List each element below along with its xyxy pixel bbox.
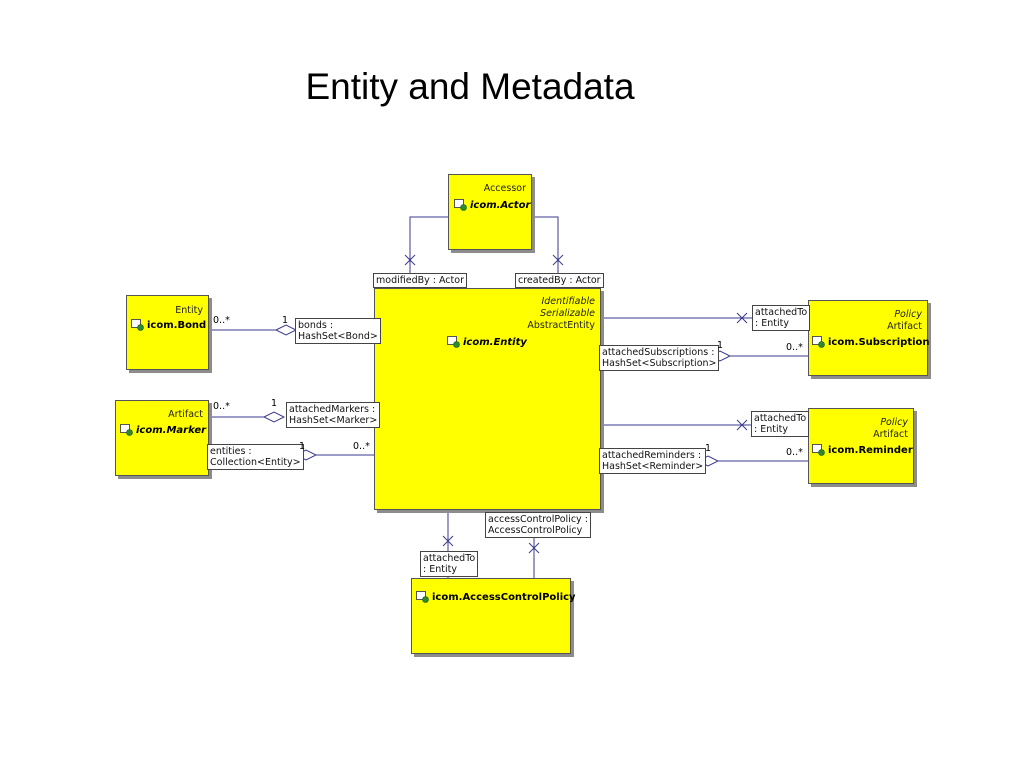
mult-rem-many: 0..*	[786, 447, 803, 458]
mult-entities-one: 1	[299, 441, 306, 452]
mult-marker-one: 1	[271, 398, 278, 409]
page-title: Entity and Metadata	[305, 66, 635, 107]
stereotype-artifact: Artifact	[887, 321, 922, 332]
assoc-rem-attached-x	[736, 419, 748, 431]
class-marker[interactable]: Artifact icom.Marker	[115, 400, 209, 476]
assoc-marker-diamond	[262, 411, 286, 423]
class-bond[interactable]: Entity icom.Bond	[126, 295, 209, 370]
class-name-actor: icom.Actor	[454, 199, 530, 211]
role-acp-attachedto: attachedTo : Entity	[420, 551, 479, 577]
role-attachedreminders: attachedReminders : HashSet<Reminder>	[599, 448, 707, 474]
class-icon	[812, 336, 825, 348]
assoc-createdby-line	[531, 216, 559, 288]
mult-bond-many: 0..*	[213, 315, 230, 326]
assoc-acp-attached-x	[442, 535, 454, 547]
assoc-sub-attached-x	[736, 312, 748, 324]
role-attachedmarkers: attachedMarkers : HashSet<Marker>	[286, 402, 381, 428]
class-icon	[120, 424, 133, 436]
class-icon	[454, 199, 467, 211]
class-actor[interactable]: Accessor icom.Actor	[448, 174, 532, 250]
role-attachedsubscriptions: attachedSubscriptions : HashSet<Subscrip…	[599, 345, 720, 371]
role-modifiedby: modifiedBy : Actor	[373, 273, 467, 288]
class-icon	[416, 591, 429, 603]
assoc-createdby-x	[552, 254, 564, 266]
stereotype-identifiable: Identifiable	[541, 296, 595, 307]
stereotype-policy: Policy	[894, 309, 922, 320]
mult-sub-one: 1	[717, 340, 724, 351]
stereotype-artifact: Artifact	[873, 429, 908, 440]
class-name-entity: icom.Entity	[447, 336, 527, 348]
mult-rem-one: 1	[705, 443, 712, 454]
class-accesscontrolpolicy[interactable]: icom.AccessControlPolicy	[411, 578, 576, 654]
role-bonds: bonds : HashSet<Bond>	[295, 318, 381, 344]
stereotype-accessor: Accessor	[483, 183, 526, 194]
role-createdby: createdBy : Actor	[515, 273, 604, 288]
stereotype-serializable: Serializable	[540, 308, 595, 319]
mult-bond-one: 1	[282, 315, 289, 326]
assoc-modifiedby-line	[409, 216, 448, 288]
stereotype-policy: Policy	[880, 417, 908, 428]
role-reminder-attachedto: attachedTo : Entity	[751, 411, 810, 437]
mult-entities-many: 0..*	[353, 441, 370, 452]
stereotype-abstractentity: AbstractEntity	[527, 320, 595, 331]
class-icon	[812, 444, 825, 456]
class-name-bond: icom.Bond	[131, 319, 206, 331]
mult-marker-many: 0..*	[213, 401, 230, 412]
stereotype-entity: Entity	[175, 305, 203, 316]
assoc-bond-diamond	[274, 324, 298, 336]
class-subscription[interactable]: Policy Artifact icom.Subscription	[808, 300, 930, 376]
role-subscription-attachedto: attachedTo : Entity	[752, 305, 811, 331]
class-icon	[447, 336, 460, 348]
class-name-reminder: icom.Reminder	[812, 444, 913, 456]
assoc-acp-x	[528, 542, 540, 554]
role-accesscontrolpolicy: accessControlPolicy : AccessControlPolic…	[485, 512, 591, 538]
class-name-marker: icom.Marker	[120, 424, 206, 436]
class-name-subscription: icom.Subscription	[812, 336, 930, 348]
class-name-accesscontrolpolicy: icom.AccessControlPolicy	[416, 591, 576, 603]
stereotype-artifact: Artifact	[168, 409, 203, 420]
class-icon	[131, 319, 144, 331]
class-reminder[interactable]: Policy Artifact icom.Reminder	[808, 408, 914, 484]
mult-sub-many: 0..*	[786, 342, 803, 353]
assoc-modifiedby-x	[404, 254, 416, 266]
role-entities: entities : Collection<Entity>	[207, 444, 304, 470]
class-entity[interactable]: Identifiable Serializable AbstractEntity…	[374, 288, 601, 510]
